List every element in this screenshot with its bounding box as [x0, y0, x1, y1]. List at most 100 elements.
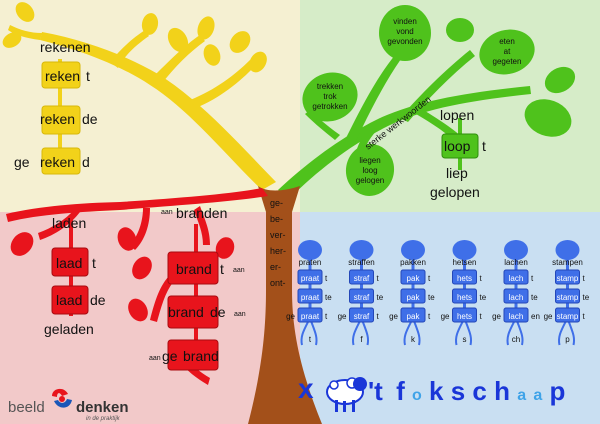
blue-infinitive: stampen: [552, 258, 583, 267]
red-right-block-3: [167, 339, 219, 371]
blue-stem-1: stamp: [557, 274, 579, 283]
red-left-infinitive: laden: [52, 215, 86, 231]
blue-leaf-icon: [504, 240, 528, 260]
fokschaap-x: x: [298, 373, 314, 404]
blue-suffix-1: t: [428, 274, 431, 283]
leaf-liegen-line-3: gelogen: [356, 176, 384, 185]
red-left-participle: geladen: [44, 321, 94, 337]
leaf-trekken-line-2: trok: [323, 92, 337, 101]
blue-block: [297, 288, 323, 304]
blue-block: [349, 288, 374, 304]
yellow-prefix-3: ge: [14, 154, 30, 170]
blue-stem-1: pak: [407, 274, 421, 283]
blue-stem-3: lach: [509, 312, 524, 321]
blue-root-letter: p: [565, 335, 570, 344]
blue-prefix-3: ge: [492, 312, 501, 321]
trunk-prefix-her: her-: [270, 246, 286, 256]
red-quadrant: [0, 212, 300, 424]
red-right-infinitive: branden: [176, 205, 227, 221]
red-left-block-1: [51, 247, 89, 277]
red-right-suffix-1: t: [220, 261, 224, 277]
blue-suffix-1: t: [377, 274, 380, 283]
red-right-stem-1: brand: [176, 261, 212, 277]
fokschaap-apos-t: 't: [368, 376, 383, 406]
leaf-vinden-line-3: gevonden: [387, 37, 422, 46]
trunk-prefix-ont: ont-: [270, 278, 286, 288]
trunk-prefix-ver: ver-: [270, 230, 286, 240]
green-suffix: t: [482, 138, 486, 154]
blue-leaf-icon: [555, 240, 580, 260]
svg-text:'t f o k: 't f o k s c h a a p: [368, 376, 565, 406]
blue-prefix-3: ge: [441, 312, 450, 321]
green-leaf-liegen: [345, 144, 395, 196]
blue-suffix-2: te: [480, 293, 487, 302]
blue-block: [349, 307, 374, 323]
yellow-suffix-3: d: [82, 154, 90, 170]
blue-root-letter: t: [309, 335, 312, 344]
yellow-block-3: [41, 147, 81, 175]
fokschaap-a2: a: [533, 387, 542, 404]
blue-block: [452, 307, 477, 323]
blue-suffix-2: te: [428, 293, 435, 302]
blue-block: [349, 269, 374, 285]
yellow-suffix-2: de: [82, 111, 98, 127]
blue-root-letter: s: [463, 335, 467, 344]
blue-block: [400, 288, 426, 304]
blue-suffix-3: t: [325, 312, 328, 321]
yellow-suffix-1: t: [86, 68, 90, 84]
leaf-eten-line-2: at: [504, 47, 511, 56]
fokschaap-k: k: [429, 376, 444, 406]
blue-stem-1: lach: [509, 274, 524, 283]
trunk-prefix-be: be-: [270, 214, 283, 224]
blue-suffix-1: t: [480, 274, 483, 283]
blue-block: [555, 307, 580, 323]
red-left-block-2: [51, 285, 89, 315]
leaf-eten-line-1: eten: [499, 37, 515, 46]
leaf-vinden-line-2: vond: [396, 27, 413, 36]
blue-suffix-2: te: [377, 293, 384, 302]
leaf-liegen-line-2: loog: [362, 166, 377, 175]
green-participle: gelopen: [430, 184, 480, 200]
leaf-trekken-line-1: trekken: [317, 82, 343, 91]
green-block: [441, 133, 479, 159]
logo-part-1: beeld: [8, 399, 45, 416]
blue-infinitive: lachen: [504, 258, 528, 267]
blue-stem-2: lach: [509, 293, 524, 302]
blue-block: [297, 307, 323, 323]
logo-part-2: denken: [76, 399, 129, 416]
fokschaap-s: s: [451, 376, 465, 406]
leaf-eten-line-3: gegeten: [493, 57, 522, 66]
blue-stem-2: praat: [301, 293, 320, 302]
yellow-branch: [2, 2, 276, 190]
red-left-suffix-2: de: [90, 292, 106, 308]
blue-prefix-3: ge: [544, 312, 553, 321]
fokschaap-title: x 't f o k s c h a a p: [298, 373, 565, 412]
blue-stem-3: hets: [457, 312, 472, 321]
red-block-stack-right: [167, 224, 219, 374]
red-right-block-2: [167, 295, 219, 329]
leaf-vinden-line-1: vinden: [393, 17, 417, 26]
blue-block: [400, 307, 426, 323]
blue-leaf-icon: [349, 240, 374, 260]
blue-suffix-3: en: [531, 312, 540, 321]
red-right-particle-2: aan: [234, 311, 246, 318]
blue-suffix-3: t: [583, 312, 586, 321]
red-right-particle-1: aan: [233, 267, 245, 274]
blue-suffix-3: t: [377, 312, 380, 321]
yellow-block-2: [41, 105, 81, 135]
yellow-stem-2: reken: [40, 111, 75, 127]
sheep-icon: [326, 377, 367, 412]
trunk-prefix-er: er-: [270, 262, 281, 272]
red-right-stem-3: brand: [183, 348, 219, 364]
green-leaf-eten: [479, 29, 535, 75]
fokschaap-c: c: [472, 376, 486, 406]
green-branch: [278, 5, 576, 198]
blue-stem-1: praat: [301, 274, 320, 283]
blue-block: [297, 269, 323, 285]
red-right-prefix-3: aan: [149, 355, 161, 362]
blue-infinitive: straffen: [348, 258, 375, 267]
